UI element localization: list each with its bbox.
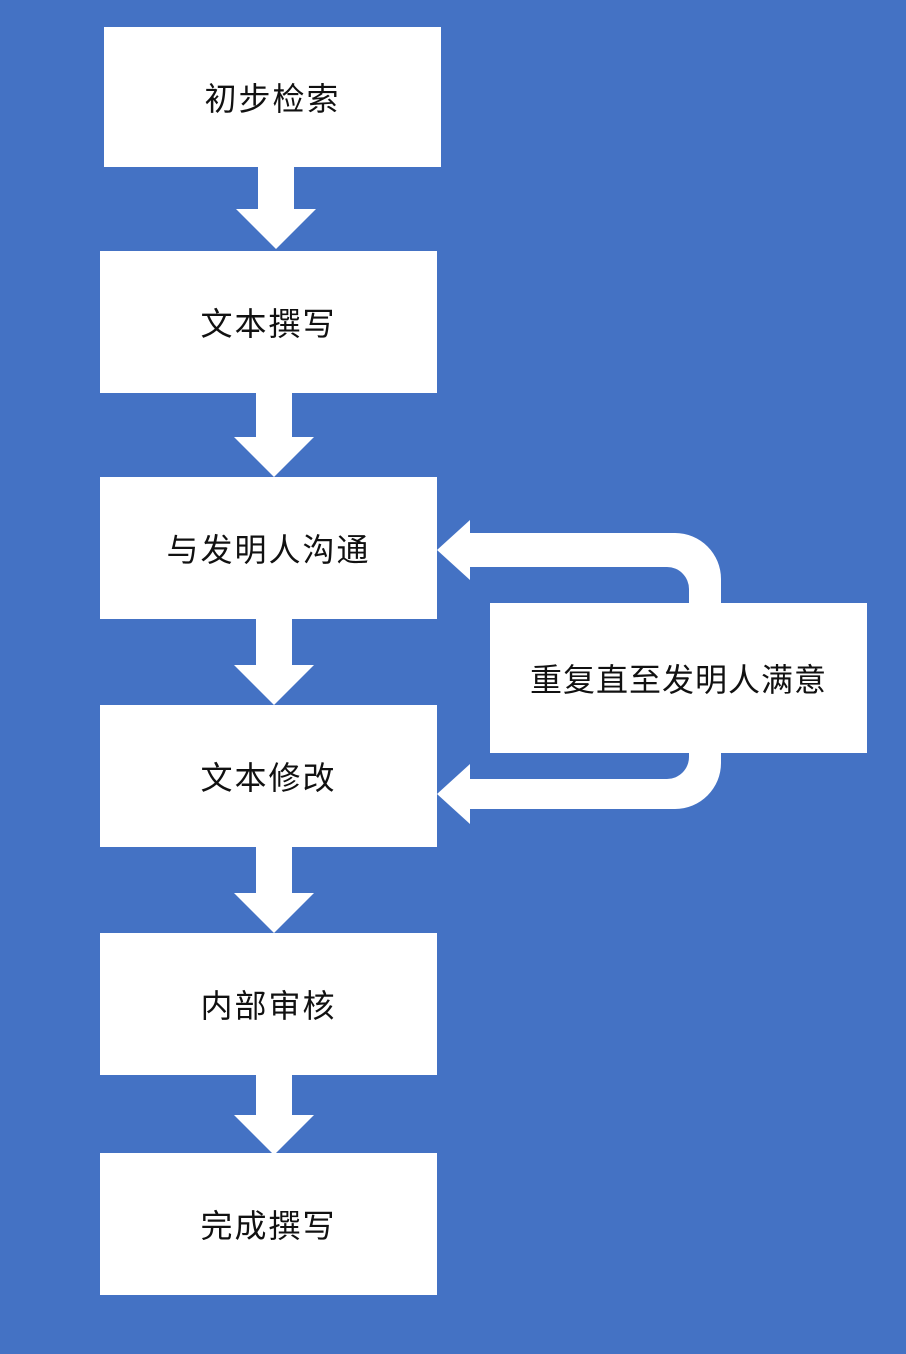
loop-note-label: 重复直至发明人满意: [529, 661, 827, 699]
loop-upper-band: [470, 533, 721, 603]
step-initial-search-box: 初步检索: [104, 27, 441, 167]
down-arrow-2: [234, 393, 314, 477]
step-revise-text-label: 文本修改: [200, 759, 337, 797]
down-arrow-3: [234, 619, 314, 705]
step-communicate-inventor-label: 与发明人沟通: [166, 531, 371, 569]
down-arrow-5: [234, 1075, 314, 1155]
step-internal-review-box: 内部审核: [100, 933, 437, 1075]
loop-upper-arrowhead: [437, 520, 470, 580]
step-draft-text-box: 文本撰写: [100, 251, 437, 393]
step-complete-draft-box: 完成撰写: [100, 1153, 437, 1295]
down-arrow-4: [234, 847, 314, 933]
step-revise-text-box: 文本修改: [100, 705, 437, 847]
step-internal-review-label: 内部审核: [200, 987, 337, 1025]
step-initial-search-label: 初步检索: [204, 80, 341, 118]
step-complete-draft-label: 完成撰写: [200, 1207, 337, 1245]
loop-lower-arrowhead: [437, 764, 470, 824]
step-communicate-inventor-box: 与发明人沟通: [100, 477, 437, 619]
loop-lower-band: [470, 753, 721, 809]
down-arrow-1: [236, 167, 316, 249]
loop-note-box: 重复直至发明人满意: [490, 603, 867, 753]
step-draft-text-label: 文本撰写: [200, 305, 337, 343]
